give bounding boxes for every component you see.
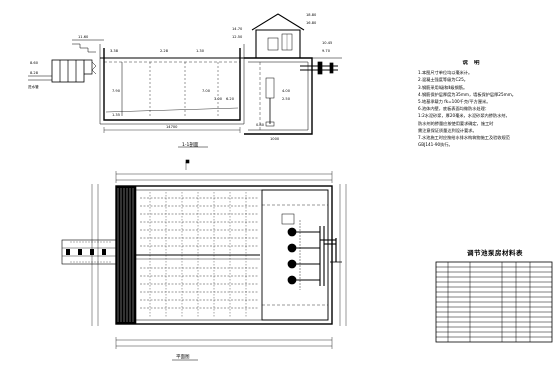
notes-title: 说 明 bbox=[462, 60, 482, 66]
note-item: 防水剂的掺量应按使用要求确定，施工时 bbox=[418, 120, 494, 126]
elev-13: 4.00 bbox=[282, 89, 291, 93]
elev-6: 10.45 bbox=[322, 41, 332, 45]
note-item: 3.钢筋采用Ⅰ级和Ⅱ级钢筋。 bbox=[418, 84, 468, 90]
dim-1: 3.38 bbox=[110, 49, 119, 53]
note-item: GBJ141-90执行。 bbox=[418, 142, 453, 148]
section-labels: 18.80 16.80 14.70 12.50 11.60 10.45 9.70… bbox=[28, 13, 332, 148]
note-item: 6.池体内壁，底板表面均做防水处理： bbox=[418, 106, 489, 112]
elev-7: 9.70 bbox=[322, 49, 331, 53]
elev-1: 18.80 bbox=[306, 13, 317, 17]
dim-4: 3.00 bbox=[214, 97, 223, 101]
elev-15: 1.35 bbox=[112, 113, 120, 117]
dim-6: 1000 bbox=[270, 137, 280, 141]
elev-9: 8.28 bbox=[30, 71, 39, 75]
note-item: 2.混凝土强度等级为C25。 bbox=[418, 77, 468, 83]
elev-8: 8.60 bbox=[30, 61, 39, 65]
dim-2: 2.28 bbox=[160, 49, 169, 53]
elev-10: 7.90 bbox=[112, 89, 121, 93]
plan-labels: 平面图 bbox=[176, 354, 190, 360]
table-title: 调节池泵房材料表 bbox=[467, 249, 523, 257]
section-caption: 1-1剖面 bbox=[182, 141, 199, 148]
design-notes: 说 明 1.本图尺寸单位均以毫米计。 2.混凝土强度等级为C25。 3.钢筋采用… bbox=[418, 60, 556, 148]
elev-12: 6.20 bbox=[226, 97, 235, 101]
elev-3: 14.70 bbox=[232, 27, 243, 31]
elev-14: 2.50 bbox=[282, 97, 291, 101]
note-item: 1.本图尺寸单位均以毫米计。 bbox=[418, 70, 473, 76]
note-item: 1:2水泥砂浆，厚20毫米，水泥砂浆内掺防水剂， bbox=[418, 113, 510, 119]
note-item: 5.地基承载力 fk=100千克/平方厘米。 bbox=[418, 99, 491, 105]
note-item: 4.钢筋保护层厚度为35mm，墙板保护层厚25mm。 bbox=[418, 91, 516, 97]
elev-2: 16.80 bbox=[306, 21, 317, 25]
note-item: 需注意保证质量达到设计要求。 bbox=[418, 127, 477, 133]
material-table bbox=[435, 261, 553, 343]
elev-16: 0.80 bbox=[256, 123, 265, 127]
note-item: 7.水池施工时应按给水排水构筑物施工及验收规范 bbox=[418, 135, 510, 141]
elev-11: 7.00 bbox=[202, 89, 211, 93]
section-view bbox=[28, 13, 342, 135]
plan-view bbox=[61, 159, 347, 349]
elev-4: 12.50 bbox=[232, 35, 243, 39]
plan-caption: 平面图 bbox=[176, 354, 190, 360]
dim-3: 1.30 bbox=[196, 49, 205, 53]
dim-5: 14700 bbox=[166, 125, 178, 129]
elev-5: 11.60 bbox=[78, 35, 89, 39]
pipe-note: 进水管 bbox=[28, 84, 39, 89]
